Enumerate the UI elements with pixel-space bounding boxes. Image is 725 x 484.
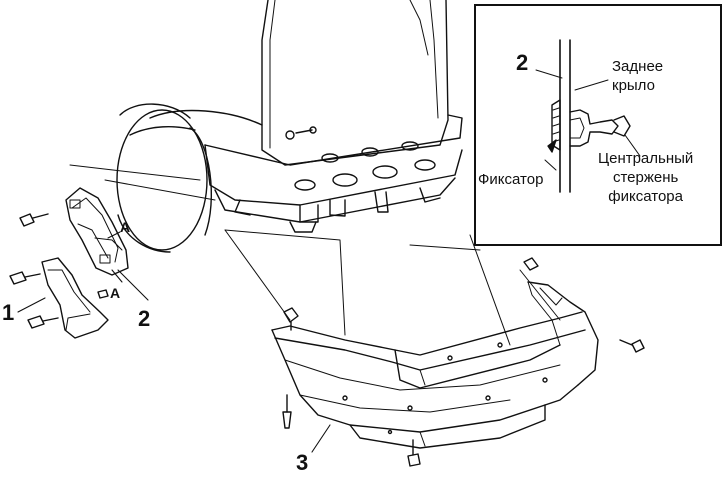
callout-part-3: 3 — [296, 450, 309, 475]
inset-detail-drawing — [535, 39, 641, 193]
retainer-arrow — [547, 139, 557, 153]
callout-detail-a-upper: A — [120, 219, 131, 235]
label-center-pin: Центральный стержень фиксатора — [598, 150, 694, 205]
callout-leaders — [17, 231, 331, 453]
label-rear-fender: Заднее крыло — [612, 58, 664, 94]
fastener-clips-bumper — [282, 257, 645, 467]
callout-part-1: 1 — [2, 300, 15, 325]
callout-detail-a-lower: A — [110, 285, 121, 301]
inset-frame — [474, 4, 722, 246]
guide-lines — [69, 164, 561, 346]
mud-flap — [41, 257, 109, 339]
label-retainer: Фиксатор — [478, 171, 544, 188]
inset-callout-part-2: 2 — [516, 50, 529, 75]
callout-part-2: 2 — [138, 306, 151, 331]
fastener-screws-left — [9, 213, 109, 329]
spare-wheel — [116, 109, 213, 253]
rear-bumper — [271, 281, 599, 449]
car-body-rear — [119, 0, 463, 233]
side-bracket — [65, 187, 129, 276]
